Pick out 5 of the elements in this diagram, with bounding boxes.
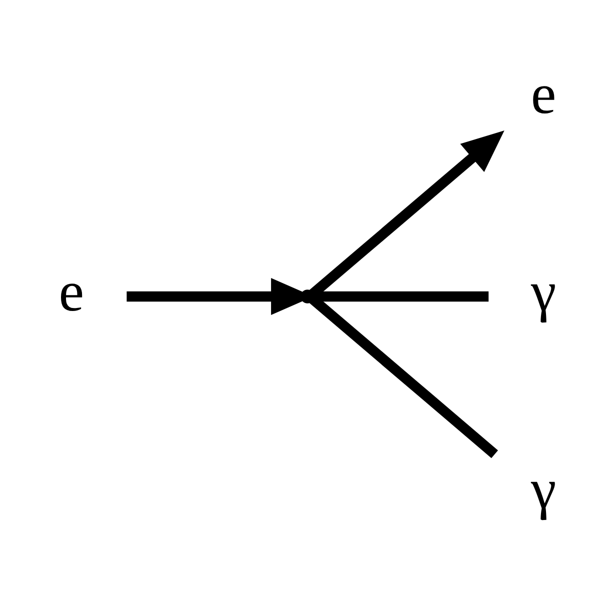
node-text: γ [530, 260, 556, 324]
node-text: e [530, 62, 556, 126]
node-text: γ [530, 458, 556, 521]
connector [314, 290, 489, 302]
node-text: e [58, 260, 84, 324]
